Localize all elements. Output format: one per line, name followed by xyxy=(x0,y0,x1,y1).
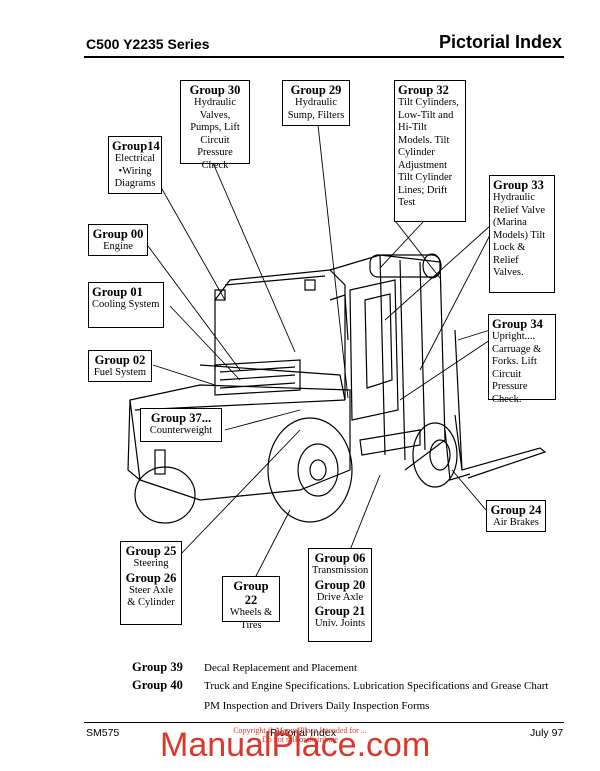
callout-body: Electrical •Wiring Diagrams xyxy=(114,153,156,189)
callout-body: Engine xyxy=(103,241,133,252)
callout-group-01: Group 01 Cooling System xyxy=(88,282,164,328)
callout-title: Group 21 xyxy=(314,604,366,618)
callout-title: Group 06 xyxy=(314,551,366,565)
callout-body: Tilt Cylinders, Low-Tilt and Hi-Tilt Mod… xyxy=(398,97,459,208)
callout-title: Group 26 xyxy=(125,570,177,585)
list-group-label: Group 39 xyxy=(132,660,183,674)
callout-body: Steering xyxy=(133,558,169,569)
list-group-label: Group 40 xyxy=(132,678,183,692)
callout-group-30: Group 30 Hydraulic Valves, Pumps, Lift C… xyxy=(180,80,250,171)
callout-body: Transmission xyxy=(312,565,369,576)
callout-title: Group 33 xyxy=(493,178,544,192)
callout-body: Upright.... Carruage & Forks. Lift Circu… xyxy=(492,331,542,405)
callout-group-37: Group 37... Counterweight xyxy=(140,408,222,442)
callout-group-29: Group 29 Hydraulic Sump, Filters xyxy=(282,80,350,126)
header-rule xyxy=(84,56,564,58)
callout-title: Group 24 xyxy=(490,503,542,517)
watermark-small-text: Copyright © ManualPlace Intended for ...… xyxy=(233,726,367,744)
callout-body: Counterweight xyxy=(149,425,213,436)
series-title: C500 Y2235 Series xyxy=(86,36,210,52)
callout-group-02: Group 02 Fuel System xyxy=(88,350,152,382)
callout-body: Hydraulic Valves, Pumps, Lift Circuit Pr… xyxy=(190,97,240,171)
callout-body: Wheels & Tires xyxy=(229,607,273,631)
callout-body: Air Brakes xyxy=(493,517,539,528)
list-item-text: PM Inspection and Drivers Daily Inspecti… xyxy=(204,700,430,712)
callout-title: Group 34 xyxy=(492,317,543,331)
footer-left: SM575 xyxy=(86,727,120,739)
callout-group-06-20-21: Group 06 Transmission Group 20 Drive Axl… xyxy=(308,548,372,642)
list-item-text: Decal Replacement and Placement xyxy=(204,662,358,674)
callout-group-22: Group 22 Wheels & Tires xyxy=(222,576,280,631)
callout-title: Group 30 xyxy=(189,83,241,97)
callout-title: Group 37... xyxy=(150,411,212,425)
callout-group-34: Group 34 Upright.... Carruage & Forks. L… xyxy=(488,314,556,405)
callout-body: Steer Axle & Cylinder xyxy=(127,584,175,609)
list-item-text: Truck and Engine Specifications. Lubrica… xyxy=(204,680,549,692)
callout-group-14: Group14 Electrical •Wiring Diagrams xyxy=(108,136,162,194)
callout-title: Group 01 xyxy=(92,285,143,299)
footer-rule xyxy=(84,722,564,723)
page-title: Pictorial Index xyxy=(438,32,562,52)
callout-group-00: Group 00 Engine xyxy=(88,224,148,256)
callout-title: Group 29 xyxy=(290,83,342,97)
callout-body: Fuel System xyxy=(93,367,147,378)
list-item: Group 39 xyxy=(132,660,183,675)
callout-body: Hydraulic Sump, Filters xyxy=(287,97,345,121)
callout-body: Drive Axle xyxy=(316,591,364,603)
callout-body: Cooling System xyxy=(92,299,160,310)
callout-group-32: Group 32 Tilt Cylinders, Low-Tilt and Hi… xyxy=(394,80,466,222)
watermark-brand: ManualPlace.com xyxy=(160,726,431,764)
callout-group-24: Group 24 Air Brakes xyxy=(486,500,546,532)
callout-title: Group 20 xyxy=(314,577,366,592)
callout-group-25-26: Group 25 Steering Group 26 Steer Axle & … xyxy=(120,541,182,625)
callout-title: Group 32 xyxy=(398,83,449,97)
footer-center: Pictorial Index xyxy=(270,727,336,739)
callout-title: Group 25 xyxy=(125,544,177,558)
callout-title: Group 02 xyxy=(94,353,146,367)
footer-right: July 97 xyxy=(530,727,564,739)
callout-title: Group 22 xyxy=(233,579,269,607)
callout-title: Group 00 xyxy=(92,227,144,241)
callout-body: Hydraulic Relief Valve (Marina Models) T… xyxy=(493,192,546,278)
callout-body: Univ. Joints xyxy=(314,618,366,629)
callout-group-33: Group 33 Hydraulic Relief Valve (Marina … xyxy=(489,175,555,293)
callout-title: Group14 xyxy=(112,139,160,153)
list-item: Group 40 xyxy=(132,678,183,693)
